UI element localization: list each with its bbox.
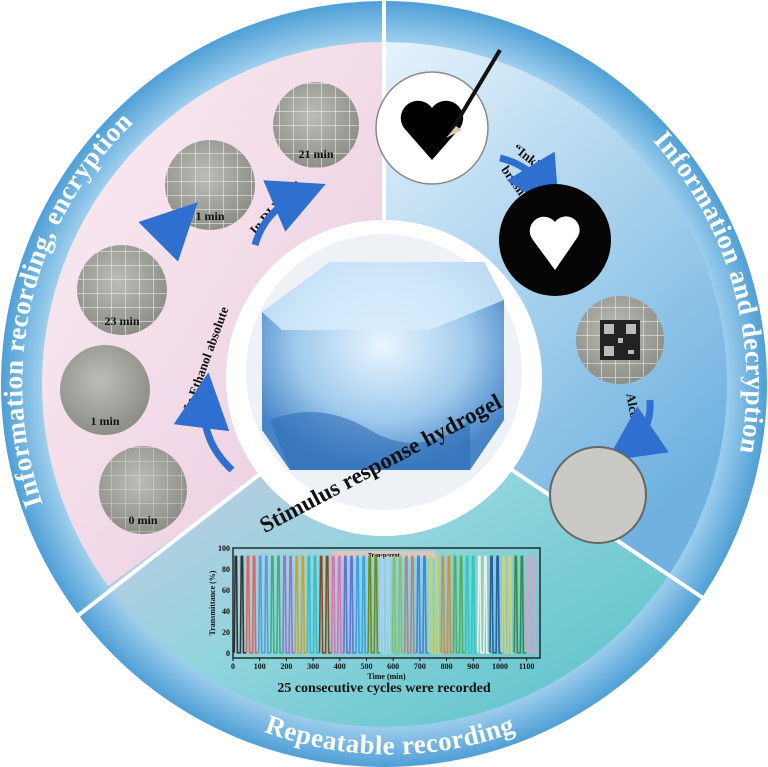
sample-time-label: 21 min bbox=[298, 147, 333, 161]
cycle-line bbox=[270, 555, 283, 654]
cycle-line bbox=[391, 555, 405, 654]
x-tick-label: 600 bbox=[387, 662, 399, 671]
arrow-icon bbox=[138, 202, 198, 262]
arrow-icon bbox=[251, 180, 326, 247]
cycle-line bbox=[428, 555, 442, 654]
x-tick-label: 1000 bbox=[492, 662, 508, 671]
cycle-line bbox=[489, 555, 503, 654]
sample-time-label: 0 min bbox=[128, 513, 157, 527]
y-tick-label: 80 bbox=[222, 565, 230, 574]
sample-time-label: 23 min bbox=[104, 314, 139, 328]
cycle-line bbox=[355, 555, 369, 654]
cycle-line bbox=[452, 555, 466, 654]
x-tick-label: 400 bbox=[334, 662, 346, 671]
cycle-line bbox=[367, 555, 381, 654]
cycle-line bbox=[343, 555, 357, 654]
cycle-line bbox=[245, 555, 259, 654]
cycle-line bbox=[282, 555, 296, 654]
cycle-line bbox=[525, 555, 539, 654]
transparent-band bbox=[331, 551, 436, 558]
y-tick-label: 100 bbox=[218, 544, 230, 553]
x-axis-label: Time (min) bbox=[367, 672, 406, 681]
divider bbox=[60, 468, 267, 630]
x-tick-label: 700 bbox=[414, 662, 426, 671]
sample-time-label: 1 min bbox=[195, 209, 224, 223]
decrypted-sample bbox=[549, 446, 647, 544]
sample-disc: 1 min bbox=[60, 345, 150, 435]
x-tick-label: 1100 bbox=[519, 662, 535, 671]
heart-sample bbox=[375, 48, 502, 185]
qr-code-sample bbox=[576, 296, 664, 384]
x-tick-label: 500 bbox=[360, 662, 372, 671]
x-tick-label: 900 bbox=[467, 662, 479, 671]
sample-disc: 21 min bbox=[273, 82, 359, 168]
x-tick-label: 200 bbox=[280, 662, 292, 671]
hydrogel-cube-image bbox=[262, 262, 504, 470]
cycle-line bbox=[306, 555, 320, 654]
cycle-line bbox=[404, 555, 417, 654]
sample-disc: 0 min bbox=[99, 446, 187, 534]
y-tick-label: 60 bbox=[222, 586, 230, 595]
cycle-line bbox=[233, 555, 247, 654]
x-tick-label: 0 bbox=[231, 662, 235, 671]
x-tick-label: 800 bbox=[441, 662, 453, 671]
band-label: Transparent bbox=[368, 553, 400, 559]
sample-disc: 23 min bbox=[77, 245, 167, 335]
cycle-line bbox=[440, 555, 454, 654]
sample-time-label: 1 min bbox=[90, 414, 119, 428]
cycle-line bbox=[513, 555, 527, 654]
x-tick-label: 300 bbox=[307, 662, 319, 671]
cycle-line bbox=[294, 555, 308, 654]
cycle-line bbox=[330, 555, 344, 654]
arrow-icon bbox=[173, 372, 235, 473]
cycle-line bbox=[379, 555, 393, 654]
cycle-line bbox=[318, 555, 332, 654]
cycle-line bbox=[257, 555, 271, 654]
arrow-icon bbox=[606, 399, 669, 461]
y-tick-label: 20 bbox=[222, 628, 230, 637]
brushed-sample bbox=[499, 184, 611, 296]
cycle-line bbox=[501, 555, 515, 654]
x-tick-label: 100 bbox=[254, 662, 266, 671]
y-tick-label: 0 bbox=[226, 649, 230, 658]
bottom-caption: 25 consecutive cycles were recorded bbox=[277, 681, 491, 696]
cycle-line bbox=[416, 555, 430, 654]
sample-disc: 1 min bbox=[165, 140, 255, 230]
cycle-line bbox=[464, 555, 478, 654]
y-axis-label: Transmittance (%) bbox=[208, 570, 217, 635]
y-tick-label: 40 bbox=[222, 607, 230, 616]
plot-frame bbox=[232, 547, 541, 659]
cycle-line bbox=[477, 555, 490, 654]
